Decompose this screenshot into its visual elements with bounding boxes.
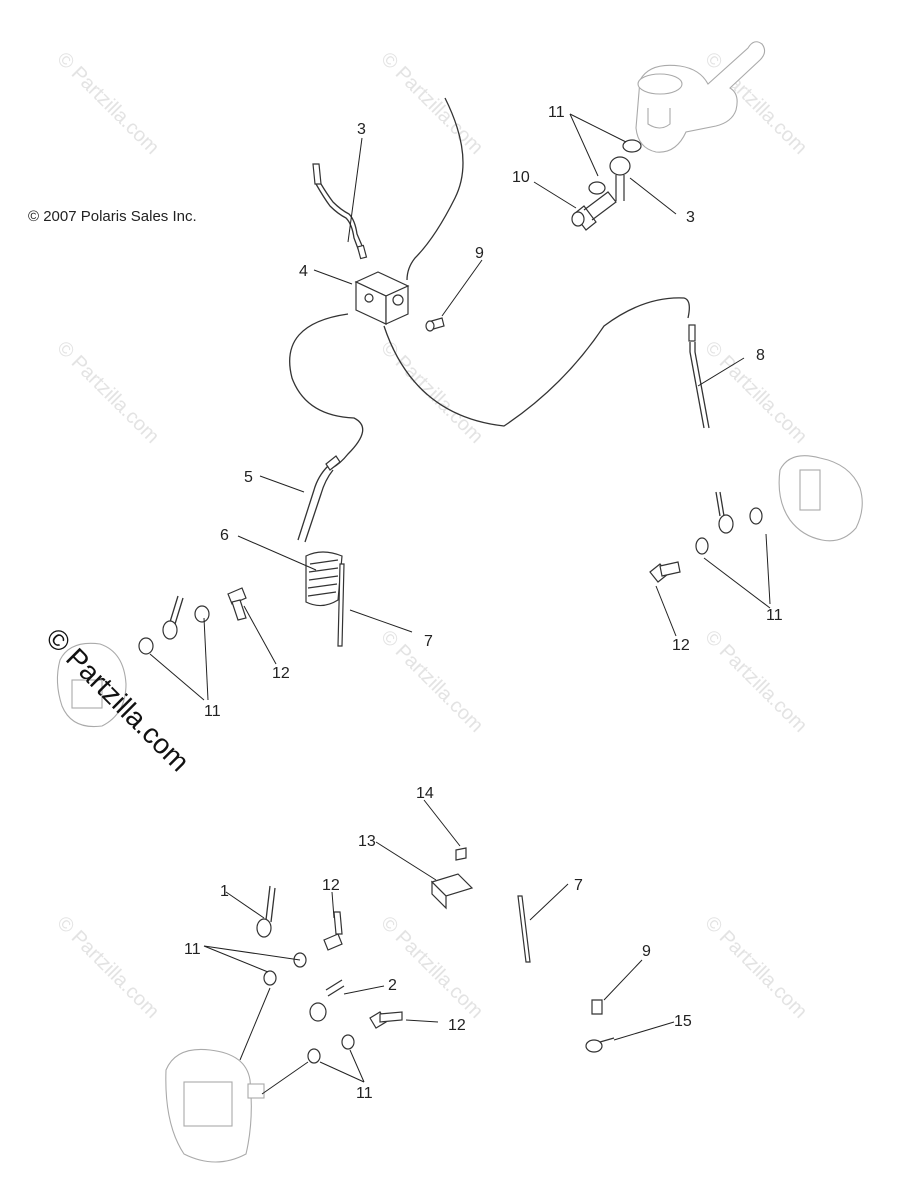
callout-11: 11 xyxy=(356,1085,373,1102)
banjo-fitting-left xyxy=(162,595,184,640)
master-cylinder xyxy=(635,41,766,153)
callout-11: 11 xyxy=(766,607,783,624)
callout-9: 9 xyxy=(642,943,651,960)
washer xyxy=(263,970,277,986)
bolt-9-upper xyxy=(425,317,445,332)
callout-4: 4 xyxy=(299,263,308,280)
banjo-bolt-12-left xyxy=(227,587,247,621)
pin-7-bottom xyxy=(517,895,531,963)
junction-block xyxy=(354,271,410,325)
callout-7: 7 xyxy=(574,877,583,894)
callout-8: 8 xyxy=(756,347,765,364)
callout-7: 7 xyxy=(424,633,433,650)
caliper-left xyxy=(56,642,127,728)
callout-5: 5 xyxy=(244,469,253,486)
callout-3: 3 xyxy=(686,209,695,226)
callout-labels: 3 4 9 11 10 3 8 5 6 7 11 12 12 11 14 13 … xyxy=(184,104,783,1102)
washer xyxy=(194,605,210,623)
hose xyxy=(289,313,364,469)
fitting-15 xyxy=(585,1037,615,1053)
banjo-bolt-12-bottom-b xyxy=(369,1011,403,1029)
callout-2: 2 xyxy=(388,977,397,994)
bolt-9-bottom xyxy=(591,999,603,1015)
washer xyxy=(695,537,709,555)
callout-13: 13 xyxy=(358,833,376,850)
hose xyxy=(406,97,464,281)
callout-12: 12 xyxy=(272,665,290,682)
washer xyxy=(622,139,642,153)
callout-10: 10 xyxy=(512,169,530,186)
callout-11: 11 xyxy=(184,941,201,958)
callout-14: 14 xyxy=(416,785,434,802)
banjo-fitting-right xyxy=(715,491,734,534)
hose xyxy=(383,297,690,427)
pin-7 xyxy=(337,563,345,647)
spring xyxy=(305,551,343,607)
copyright-notice: © 2007 Polaris Sales Inc. xyxy=(28,208,197,225)
brake-line-5 xyxy=(297,455,341,543)
callout-6: 6 xyxy=(220,527,229,544)
caliper-right xyxy=(778,455,863,542)
callout-11: 11 xyxy=(204,703,221,720)
callout-12: 12 xyxy=(322,877,340,894)
brake-line-2 xyxy=(309,979,345,1022)
bracket-13 xyxy=(430,873,474,910)
brake-line-1 xyxy=(256,885,276,938)
bottom-caliper xyxy=(165,1048,265,1163)
callout-9: 9 xyxy=(475,245,484,262)
brake-line-8 xyxy=(688,324,710,429)
callout-12: 12 xyxy=(448,1017,466,1034)
callout-12: 12 xyxy=(672,637,690,654)
banjo-bolt-12-bottom-a xyxy=(323,911,343,951)
callout-11: 11 xyxy=(548,104,565,121)
banjo-bolt-12-right xyxy=(649,561,681,583)
leader-lines xyxy=(149,113,771,1095)
brake-line-3 xyxy=(312,163,368,260)
callout-15: 15 xyxy=(674,1013,692,1030)
callout-3: 3 xyxy=(357,121,366,138)
washer xyxy=(138,637,154,655)
washer xyxy=(307,1048,321,1064)
banjo-bolt-10 xyxy=(571,191,617,231)
washer xyxy=(749,507,763,525)
screw-14 xyxy=(455,847,467,861)
callout-1: 1 xyxy=(220,883,229,900)
washer xyxy=(588,181,606,195)
washer xyxy=(341,1034,355,1050)
banjo-fitting-3-top xyxy=(609,156,631,201)
